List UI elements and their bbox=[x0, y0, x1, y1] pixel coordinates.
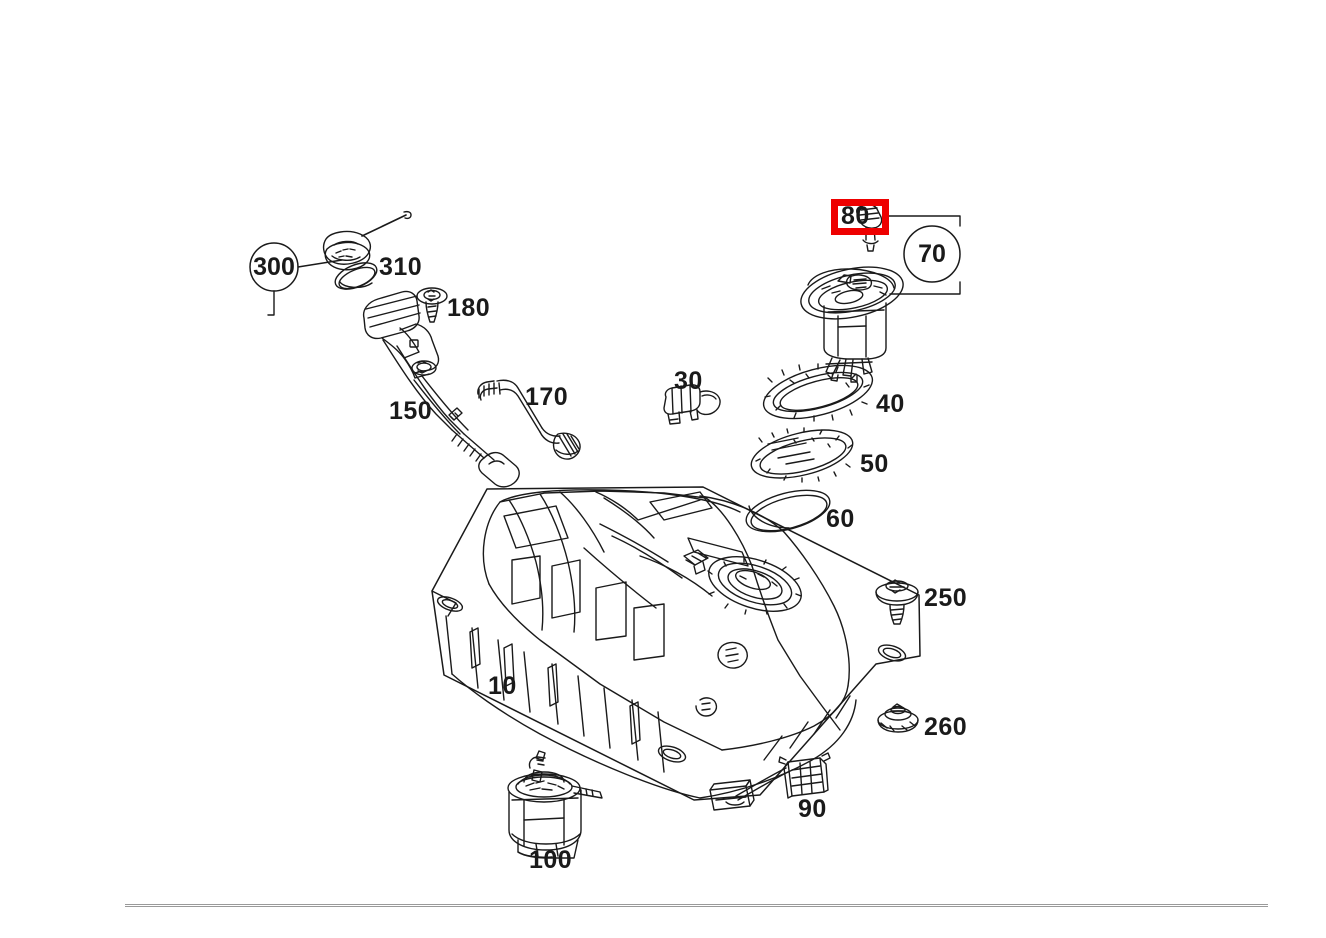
part-label-150: 150 bbox=[389, 397, 433, 425]
cap-seal-ring-310 bbox=[334, 262, 378, 290]
part-label-260: 260 bbox=[924, 713, 968, 741]
part-label-250: 250 bbox=[924, 584, 968, 612]
footer-divider bbox=[125, 904, 1268, 907]
filler-neck-150 bbox=[362, 290, 520, 488]
callout-300-group bbox=[249, 242, 343, 316]
part-label-40: 40 bbox=[876, 390, 905, 418]
part-label-170: 170 bbox=[525, 383, 569, 411]
part-label-100: 100 bbox=[529, 846, 573, 874]
part-label-10: 10 bbox=[488, 672, 517, 700]
vent-valve-30 bbox=[663, 384, 721, 425]
callout-70-group bbox=[885, 215, 961, 295]
rubber-mount-250 bbox=[875, 579, 919, 625]
retaining-ring-50 bbox=[750, 427, 854, 483]
breather-hose-170 bbox=[477, 379, 581, 460]
lock-ring-40 bbox=[762, 363, 874, 422]
part-label-50: 50 bbox=[860, 450, 889, 478]
part-label-180: 180 bbox=[447, 294, 491, 322]
part-label-30: 30 bbox=[674, 367, 703, 395]
callout-label-70: 70 bbox=[918, 240, 946, 268]
part-label-60: 60 bbox=[826, 505, 855, 533]
fuel-filter-pump-100 bbox=[507, 750, 603, 859]
fuel-sender-unit-70 bbox=[800, 266, 904, 383]
part-label-90: 90 bbox=[798, 795, 827, 823]
callout-label-300: 300 bbox=[253, 253, 295, 281]
rubber-mount-260 bbox=[877, 703, 919, 733]
part-label-310: 310 bbox=[379, 253, 423, 281]
mounting-screw-180 bbox=[416, 287, 448, 323]
fuel-level-sensor-90 bbox=[709, 752, 831, 811]
sealing-ring-60 bbox=[745, 489, 831, 533]
fuel-filler-cap bbox=[322, 210, 412, 271]
fuel-tank-10 bbox=[431, 486, 921, 801]
part-label-80: 80 bbox=[841, 202, 870, 230]
